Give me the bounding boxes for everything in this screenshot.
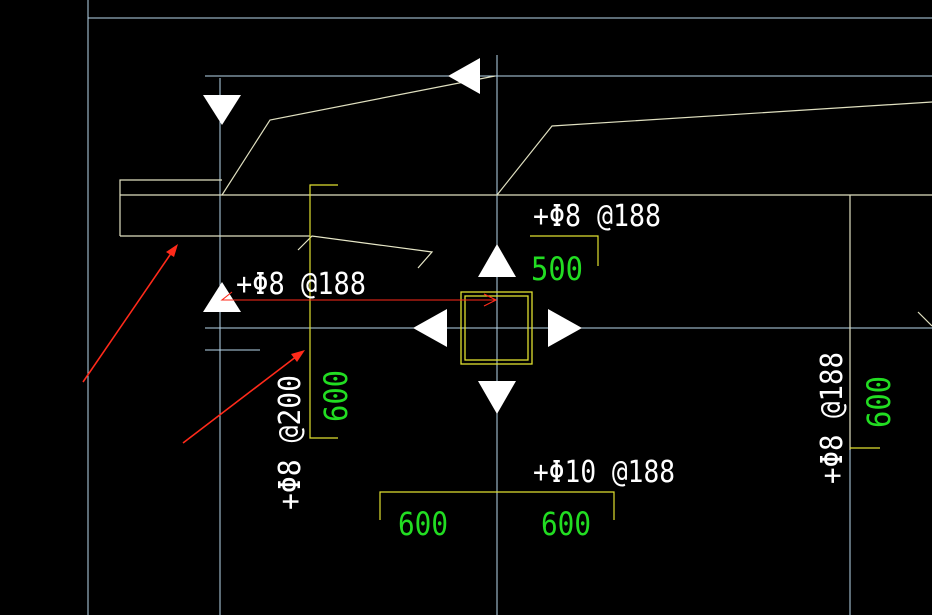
- red-arrow-2-head: [291, 350, 305, 362]
- label-left-column-rebar[interactable]: +Φ8 @200: [273, 375, 308, 510]
- dim-top-500-value[interactable]: 500: [531, 250, 583, 288]
- grip-left-column-up-arrow[interactable]: [203, 282, 241, 312]
- beam-left-slanted-top: [221, 75, 496, 196]
- beam-left-return: [119, 179, 222, 236]
- label-right-column-rebar[interactable]: +Φ8 @188: [815, 352, 850, 484]
- grip-column-down-arrow[interactable]: [478, 381, 516, 414]
- dim-top-500-bracket: [530, 235, 599, 266]
- beam-right-diagonal: [917, 311, 932, 327]
- dimension-lines: [309, 184, 880, 520]
- column-outer-rect[interactable]: [460, 291, 533, 365]
- grips[interactable]: [203, 58, 582, 414]
- red-arrow-1-shaft: [82, 251, 173, 383]
- red-arrow-3-head: [483, 293, 498, 307]
- dim-left-vertical-bracket: [309, 184, 338, 439]
- grip-left-column-down-arrow[interactable]: [203, 95, 241, 125]
- label-left-beam-rebar[interactable]: +Φ8 @188: [236, 267, 366, 302]
- rebar-bend-mark: [297, 235, 434, 269]
- red-arrow-2-shaft: [182, 355, 298, 444]
- dim-bottom-right-600-value[interactable]: 600: [541, 505, 591, 543]
- label-top-beam-rebar[interactable]: +Φ8 @188: [533, 199, 661, 234]
- grip-column-up-arrow[interactable]: [478, 244, 516, 277]
- dim-right-600-value[interactable]: 600: [860, 376, 898, 428]
- beam-right-slanted-top: [496, 101, 932, 196]
- red-arrow-3-shaft: [220, 291, 496, 301]
- column-inner-rect[interactable]: [464, 295, 529, 361]
- red-arrow-1-head: [166, 244, 178, 257]
- rebar-marks: [297, 235, 434, 269]
- grip-column-left-arrow[interactable]: [413, 309, 447, 347]
- grip-column-right-arrow[interactable]: [548, 309, 582, 347]
- column-section[interactable]: [460, 291, 533, 365]
- annotation-arrows: [82, 244, 498, 444]
- dim-bottom-bracket: [379, 491, 615, 520]
- label-bottom-beam-rebar[interactable]: +Φ10 @188: [533, 455, 675, 490]
- dim-bottom-left-600-value[interactable]: 600: [398, 505, 448, 543]
- beam-outlines: [119, 75, 932, 450]
- grip-top-axis-left-arrow[interactable]: [448, 58, 480, 94]
- dim-left-600-value[interactable]: 600: [317, 370, 355, 422]
